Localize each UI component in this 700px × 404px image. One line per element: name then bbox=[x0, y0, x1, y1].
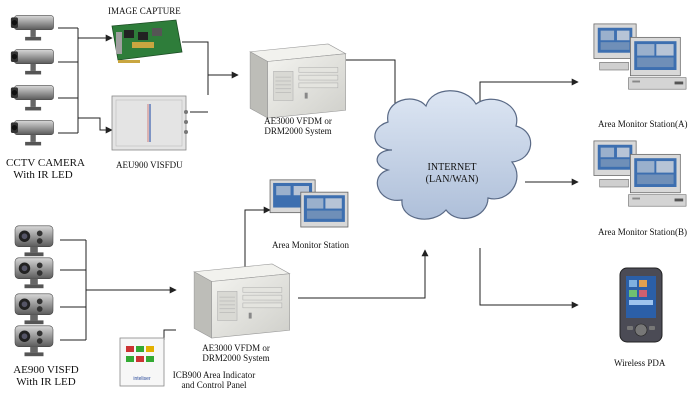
internet-cloud-icon bbox=[374, 90, 532, 220]
top-server-label: AE3000 VFDM or DRM2000 System bbox=[252, 116, 344, 136]
bottom-server-label-line1: AE3000 VFDM or bbox=[202, 343, 270, 353]
wireless-pda-label: Wireless PDA bbox=[614, 358, 666, 368]
monitor-a-label: Area Monitor Station(A) bbox=[598, 119, 688, 129]
cctv-camera-label-line2: With IR LED bbox=[13, 169, 73, 181]
internet-label-line2: (LAN/WAN) bbox=[425, 174, 479, 185]
visfdu-box-icon bbox=[111, 95, 188, 151]
bottom-server-label-line2: DRM2000 System bbox=[202, 353, 270, 363]
top-server-label-line2: DRM2000 System bbox=[264, 126, 332, 136]
top-server-label-line1: AE3000 VFDM or bbox=[264, 116, 332, 126]
pda-icon bbox=[619, 267, 663, 343]
panel-brand-text: inteliser bbox=[133, 376, 151, 382]
server-icon bbox=[193, 263, 291, 339]
cctv-camera-label: CCTV CAMERA With IR LED bbox=[6, 157, 85, 181]
ae900-label-line1: AE900 VISFD bbox=[13, 364, 79, 376]
cctv-camera-icon bbox=[14, 225, 54, 357]
icb900-label-line1: ICB900 Area Indicator bbox=[172, 370, 256, 380]
icb900-label: ICB900 Area Indicator and Control Panel bbox=[164, 370, 264, 390]
image-capture-label: IMAGE CAPTURE bbox=[108, 6, 181, 16]
workstation-icon bbox=[593, 140, 687, 207]
area-monitor-station-label: Area Monitor Station bbox=[272, 240, 349, 250]
workstation-icon bbox=[269, 179, 349, 228]
workstation-icon bbox=[593, 23, 687, 90]
ae900-label-line2: With IR LED bbox=[16, 376, 76, 388]
aeu900-label: AEU900 VISFDU bbox=[116, 160, 183, 170]
ae900-label: AE900 VISFD With IR LED bbox=[6, 364, 86, 388]
monitor-b-label: Area Monitor Station(B) bbox=[598, 227, 687, 237]
internet-label: INTERNET (LAN/WAN) bbox=[412, 162, 492, 186]
capture-card-icon bbox=[111, 19, 183, 63]
server-icon bbox=[249, 43, 347, 119]
capture-to-server bbox=[182, 41, 209, 95]
cctv-camera-label-line1: CCTV CAMERA bbox=[6, 157, 85, 169]
icb900-label-line2: and Control Panel bbox=[181, 380, 247, 390]
internet-label-line1: INTERNET bbox=[427, 162, 477, 173]
control-panel-icon: inteliser bbox=[119, 337, 165, 387]
bottom-server-label: AE3000 VFDM or DRM2000 System bbox=[190, 343, 282, 363]
cctv-camera-icon bbox=[10, 15, 55, 146]
